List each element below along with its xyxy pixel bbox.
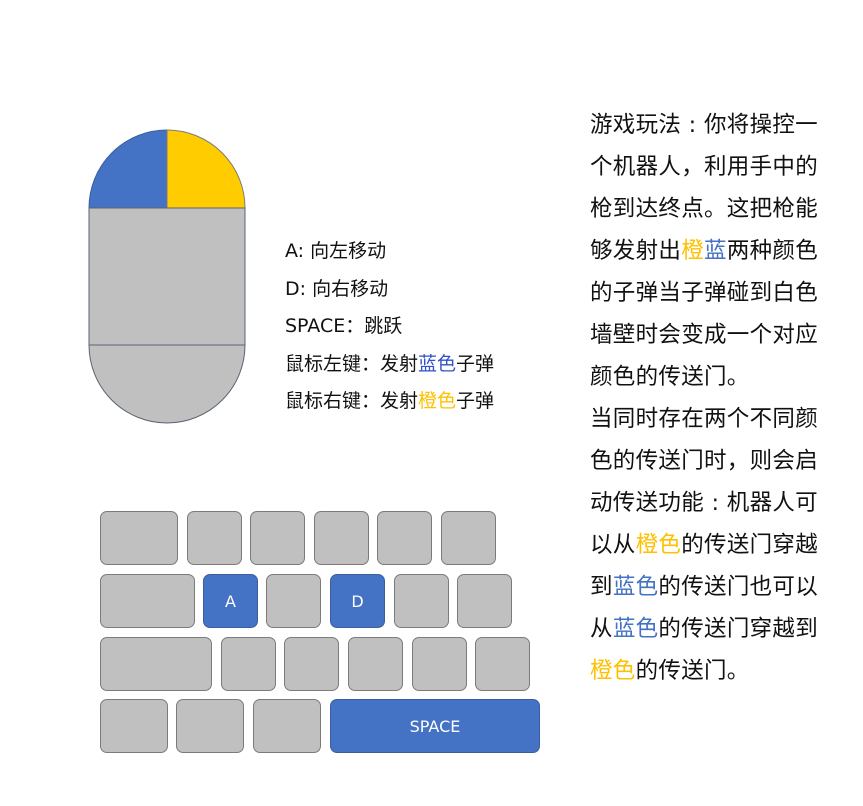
key-d: D: [330, 574, 385, 628]
desc-orange-2: 橙色: [590, 658, 636, 684]
keyboard-key: [348, 637, 403, 691]
keyboard-key: [412, 637, 467, 691]
keyboard-key: [100, 574, 195, 628]
control-right-suffix: 子弹: [456, 390, 495, 412]
keyboard-key: [100, 511, 178, 565]
key-space: SPACE: [330, 699, 540, 753]
control-right-click: 鼠标右键：发射橙色子弹: [285, 383, 494, 421]
keyboard-key: [221, 637, 276, 691]
control-left-prefix: 鼠标左键：发射: [285, 352, 419, 375]
control-space: SPACE：跳跃: [285, 315, 403, 337]
control-d: D: 向右移动: [285, 277, 389, 300]
keyboard-key: [457, 574, 512, 628]
keyboard-key: [284, 637, 339, 691]
desc-blue-2: 蓝色: [612, 616, 659, 642]
desc-blue-1: 蓝色: [612, 574, 659, 600]
keyboard-key: [176, 699, 244, 753]
desc-p2-d: 的传送门穿越到: [658, 616, 819, 642]
mouse-bottom: [88, 344, 246, 424]
desc-p2-e: 的传送门。: [635, 658, 750, 684]
control-left-suffix: 子弹: [456, 352, 495, 375]
keyboard-key: [266, 574, 321, 628]
desc-p2-b: 的传送门穿越到: [590, 532, 819, 600]
mouse-diagram: [88, 129, 246, 424]
controls-legend: A: 向左移动 D: 向右移动 SPACE：跳跃 鼠标左键：发射蓝色子弹 鼠标右…: [285, 233, 494, 421]
keyboard-key: [314, 511, 369, 565]
desc-p1-a: 游戏玩法 : 你将操控一个机器人，利用手中的枪到达终点。这把枪能够发射出: [590, 112, 819, 264]
keyboard-key: [253, 699, 321, 753]
mouse-left-button: [88, 129, 168, 209]
keyboard-key: [187, 511, 242, 565]
keyboard-key: [441, 511, 496, 565]
control-left-color: 蓝色: [418, 352, 457, 375]
keyboard-key: [100, 699, 168, 753]
keyboard-key: [100, 637, 212, 691]
control-right-prefix: 鼠标右键：发射: [285, 390, 419, 412]
mouse-body: [88, 207, 246, 346]
keyboard-key: [377, 511, 432, 565]
keyboard-key: [394, 574, 449, 628]
desc-p2-a: 当同时存在两个不同颜色的传送门时，则会启动传送功能 : 机器人可以从: [590, 406, 819, 558]
keyboard-key: [475, 637, 530, 691]
keyboard-key: [250, 511, 305, 565]
control-a: A: 向左移动: [285, 240, 387, 262]
key-a: A: [203, 574, 258, 628]
control-right-color: 橙色: [418, 390, 457, 412]
desc-p1-b: 两种颜色的子弹当子弹碰到白色墙壁时会变成一个对应颜色的传送门。: [590, 238, 819, 390]
control-left-click: 鼠标左键：发射蓝色子弹: [285, 346, 494, 384]
desc-p2-c: 的传送门也可以从: [590, 574, 819, 642]
desc-orange: 橙: [681, 238, 705, 264]
mouse-right-button: [166, 129, 246, 209]
gameplay-description: 游戏玩法 : 你将操控一个机器人，利用手中的枪到达终点。这把枪能够发射出橙蓝两种…: [590, 104, 840, 692]
desc-orange-1: 橙色: [635, 532, 682, 558]
desc-blue: 蓝: [704, 238, 727, 264]
